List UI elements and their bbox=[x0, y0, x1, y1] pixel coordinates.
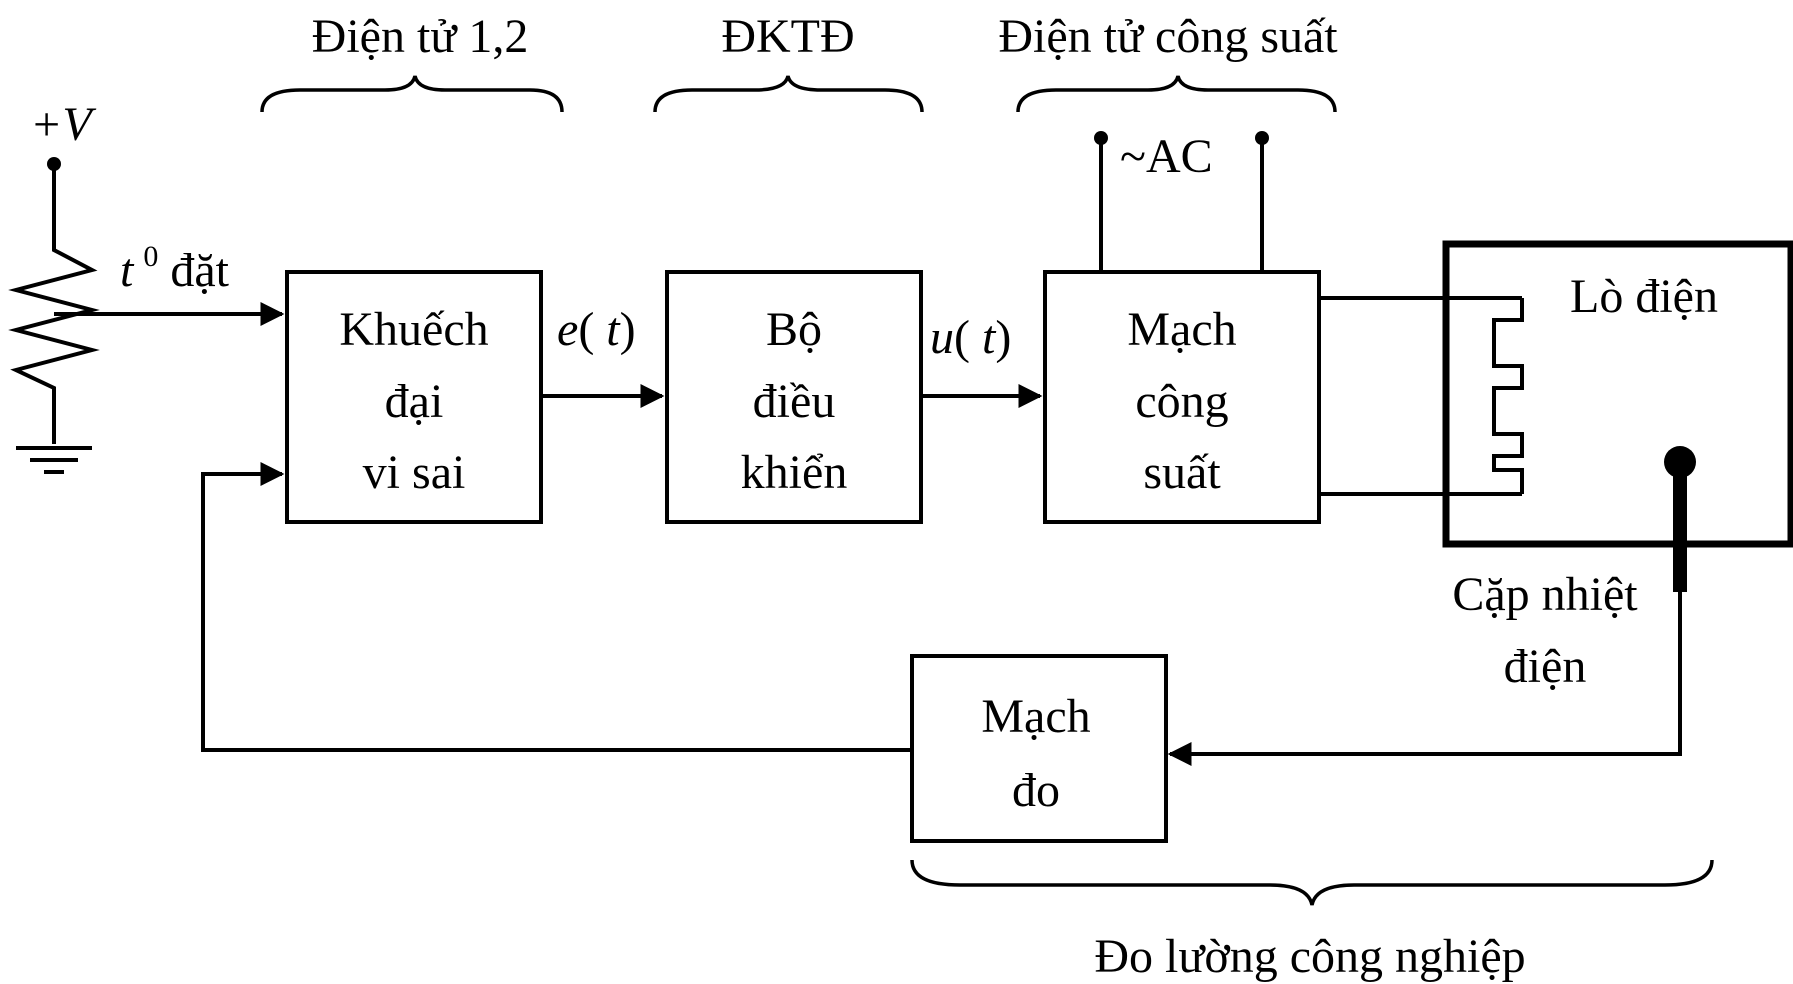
ac-terminal-right bbox=[1255, 131, 1269, 145]
diff-amp-line-1: Khuếch bbox=[339, 303, 488, 356]
potentiometer-resistor bbox=[8, 164, 100, 444]
power-circuit-line-2: công bbox=[1135, 375, 1228, 428]
group-label-electronics: Điện tử 1,2 bbox=[312, 10, 529, 63]
power-circuit-line-1: Mạch bbox=[1127, 303, 1236, 356]
block-power-circuit bbox=[1043, 270, 1321, 524]
measure-circuit-line-2: đo bbox=[1012, 764, 1060, 817]
thermocouple-feedback-wire bbox=[1167, 592, 1682, 766]
brace-dktd bbox=[653, 75, 924, 113]
heating-element bbox=[1492, 298, 1524, 494]
brace-power-electronics bbox=[1016, 75, 1337, 113]
furnace-box bbox=[1442, 240, 1793, 548]
controller-line-3: khiển bbox=[741, 446, 848, 499]
diff-amp-line-2: đại bbox=[385, 375, 444, 428]
furnace-label: Lò điện bbox=[1570, 270, 1718, 323]
power-circuit-line-3: suất bbox=[1143, 446, 1221, 499]
group-label-industrial-measurement: Đo lường công nghiệp bbox=[1094, 930, 1525, 983]
supply-voltage-label: +V bbox=[30, 98, 96, 151]
ac-terminal-left bbox=[1094, 131, 1108, 145]
thermocouple-label-1: Cặp nhiệt bbox=[1452, 568, 1638, 621]
error-signal-label: e( t) bbox=[557, 303, 636, 356]
measure-feedback-wire bbox=[201, 462, 912, 752]
controller-line-2: điều bbox=[753, 375, 836, 428]
group-label-power-electronics: Điện tử công suất bbox=[998, 10, 1338, 63]
thermocouple-label-2: điện bbox=[1504, 640, 1587, 693]
thermocouple-tip bbox=[1664, 446, 1696, 478]
measure-circuit-line-1: Mạch bbox=[981, 690, 1090, 743]
diff-amp-line-3: vi sai bbox=[363, 446, 466, 499]
controller-line-1: Bộ bbox=[766, 303, 822, 356]
control-signal-label: u( t) bbox=[930, 311, 1011, 364]
group-label-dktd: ĐKTĐ bbox=[721, 10, 854, 63]
brace-electronics bbox=[260, 75, 564, 113]
ac-label: ~AC bbox=[1120, 130, 1213, 183]
brace-industrial-measurement bbox=[910, 859, 1714, 906]
